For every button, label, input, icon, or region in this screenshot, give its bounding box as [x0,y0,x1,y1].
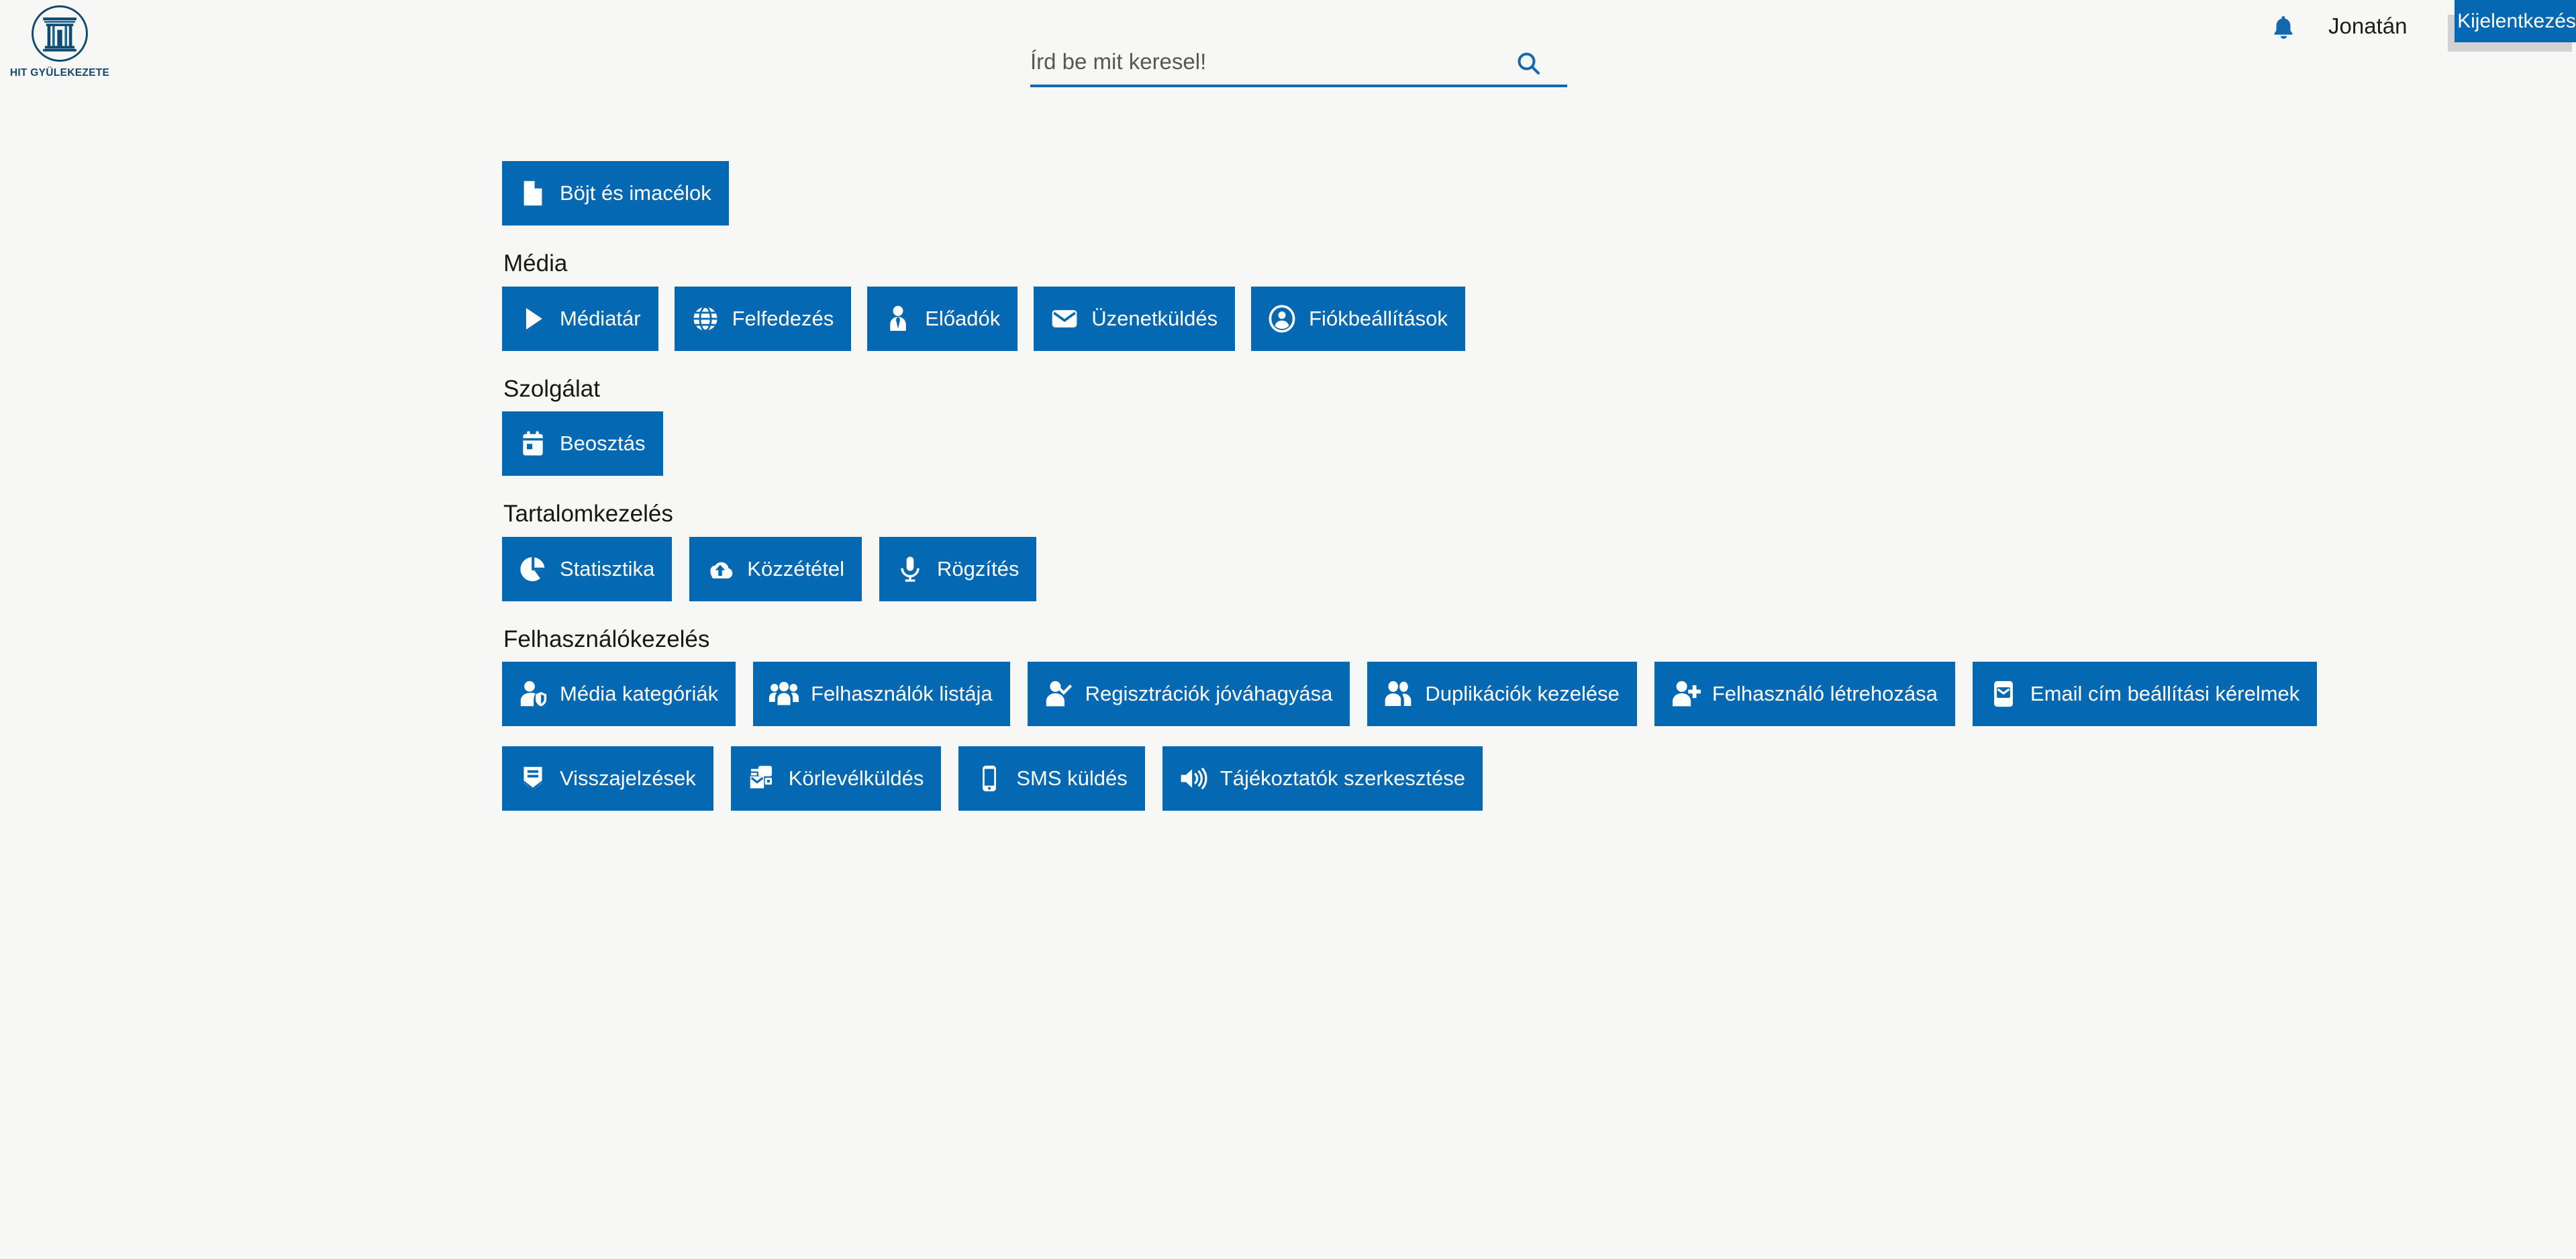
tile-eloadok[interactable]: Előadók [859,286,1018,360]
tile-label: Felhasználók listája [811,682,993,705]
section-media-tiles: Médiatár Felfedezés [494,286,2516,360]
tile-statisztika[interactable]: Statisztika [493,536,673,611]
tile-sms-kuldes[interactable]: SMS küldés [950,746,1145,820]
brand-logo[interactable]: HIT GYÜLEKEZETE [9,3,110,79]
tile-tajekoztatok-szerkesztese[interactable]: Tájékoztatók szerkesztése [1154,746,1483,820]
section-tartalomkezeles-tiles: Statisztika Közzététel Rögzítés [493,536,2516,611]
tile-label: Médiatár [560,306,641,330]
tile-uzenetkuldes[interactable]: Üzenetküldés [1026,286,1236,360]
tile-label: Statisztika [560,556,655,581]
section-felhasznalokezeles-tiles: Média kategóriák Felhasználók listája [493,662,2516,820]
bell-icon[interactable] [2269,13,2297,42]
tile-label: Fiókbeállítások [1309,306,1448,330]
tile-media-kategoriak[interactable]: Média kategóriák [493,662,736,736]
section-title-tartalomkezeles: Tartalomkezelés [503,501,673,527]
tile-label: Duplikációk kezelése [1425,682,1620,705]
megaphone-speaker-icon [1177,762,1209,795]
user-plus-icon [1669,678,1701,710]
pie-chart-icon [517,553,549,585]
section-title-szolgalat: Szolgálat [503,375,600,402]
tile-beosztas[interactable]: Beosztás [494,411,663,485]
tile-korlevelkuldes[interactable]: Körlevélküldés [722,746,942,820]
cloud-upload-icon [704,553,736,585]
tile-email-cim-beallitasi-kerelmek[interactable]: Email cím beállítási kérelmek [1964,662,2318,736]
tile-label: Rögzítés [937,556,1020,581]
tile-felfedezes[interactable]: Felfedezés [666,286,852,360]
tile-label: Tájékoztatók szerkesztése [1220,766,1466,790]
tile-fiokbeallitasok[interactable]: Fiókbeállítások [1243,286,1465,360]
main-content: Böjt és imacélok Média Médiatár [493,161,2516,836]
tile-label: Előadók [925,306,1001,330]
mobile-phone-icon [973,762,1005,795]
tile-label: Böjt és imacélok [560,181,711,205]
tile-felhasznalok-listaja[interactable]: Felhasználók listája [745,662,1010,736]
feedback-envelope-icon [517,762,549,795]
tile-label: Média kategóriák [560,682,719,705]
tile-kozzetetel[interactable]: Közzététel [681,536,862,611]
app-header: HIT GYÜLEKEZETE Jonatán Kijelentkezés [0,0,2576,101]
tile-label: Email cím beállítási kérelmek [2030,682,2300,705]
username-label: Jonatán [2328,13,2408,38]
tile-felhasznalo-letrehozasa[interactable]: Felhasználó létrehozása [1646,662,1955,736]
account-circle-icon [1266,303,1298,335]
tile-visszajelzesek[interactable]: Visszajelzések [494,746,713,820]
tile-label: Felhasználó létrehozása [1712,682,1938,705]
tile-label: Körlevélküldés [788,766,924,790]
tile-mediatar[interactable]: Médiatár [494,286,658,360]
search-input[interactable] [1030,42,1500,82]
tile-label: Visszajelzések [560,766,696,790]
microphone-icon [894,553,926,585]
search-bar[interactable] [1030,42,1567,87]
mail-merge-icon [746,762,778,795]
tile-bojt-es-imacelok[interactable]: Böjt és imacélok [494,161,729,235]
logout-button[interactable]: Kijelentkezés [2455,0,2576,42]
section-szolgalat-tiles: Beosztás [494,411,2516,485]
speaker-person-icon [882,303,914,335]
tile-duplikaciok-kezelese[interactable]: Duplikációk kezelése [1359,662,1637,736]
mobile-mail-icon [1987,678,2020,710]
tile-label: Regisztrációk jóváhagyása [1085,682,1333,705]
top-tile-row: Böjt és imacélok [494,161,2516,235]
tile-label: Beosztás [560,432,646,455]
play-icon [517,303,549,335]
users-group-icon [768,678,800,710]
user-duplicate-icon [1382,678,1414,710]
tile-label: Üzenetküldés [1091,306,1218,330]
calendar-icon [517,427,549,460]
envelope-icon [1048,303,1081,335]
globe-icon [689,303,722,335]
user-check-icon [1042,678,1075,710]
temple-logo-icon [32,5,88,62]
document-icon [517,177,549,209]
user-shield-icon [517,678,549,710]
section-title-media: Média [503,250,568,276]
tile-label: Közzététel [747,556,845,581]
section-title-felhasznalokezeles: Felhasználókezelés [503,625,710,652]
tile-rogzites[interactable]: Rögzítés [871,536,1037,611]
tile-label: SMS küldés [1016,766,1128,790]
tile-regisztraciok-jovahagyasa[interactable]: Regisztrációk jóváhagyása [1019,662,1350,736]
brand-name: HIT GYÜLEKEZETE [9,67,110,79]
search-icon[interactable] [1515,50,1542,77]
tile-label: Felfedezés [732,306,834,330]
